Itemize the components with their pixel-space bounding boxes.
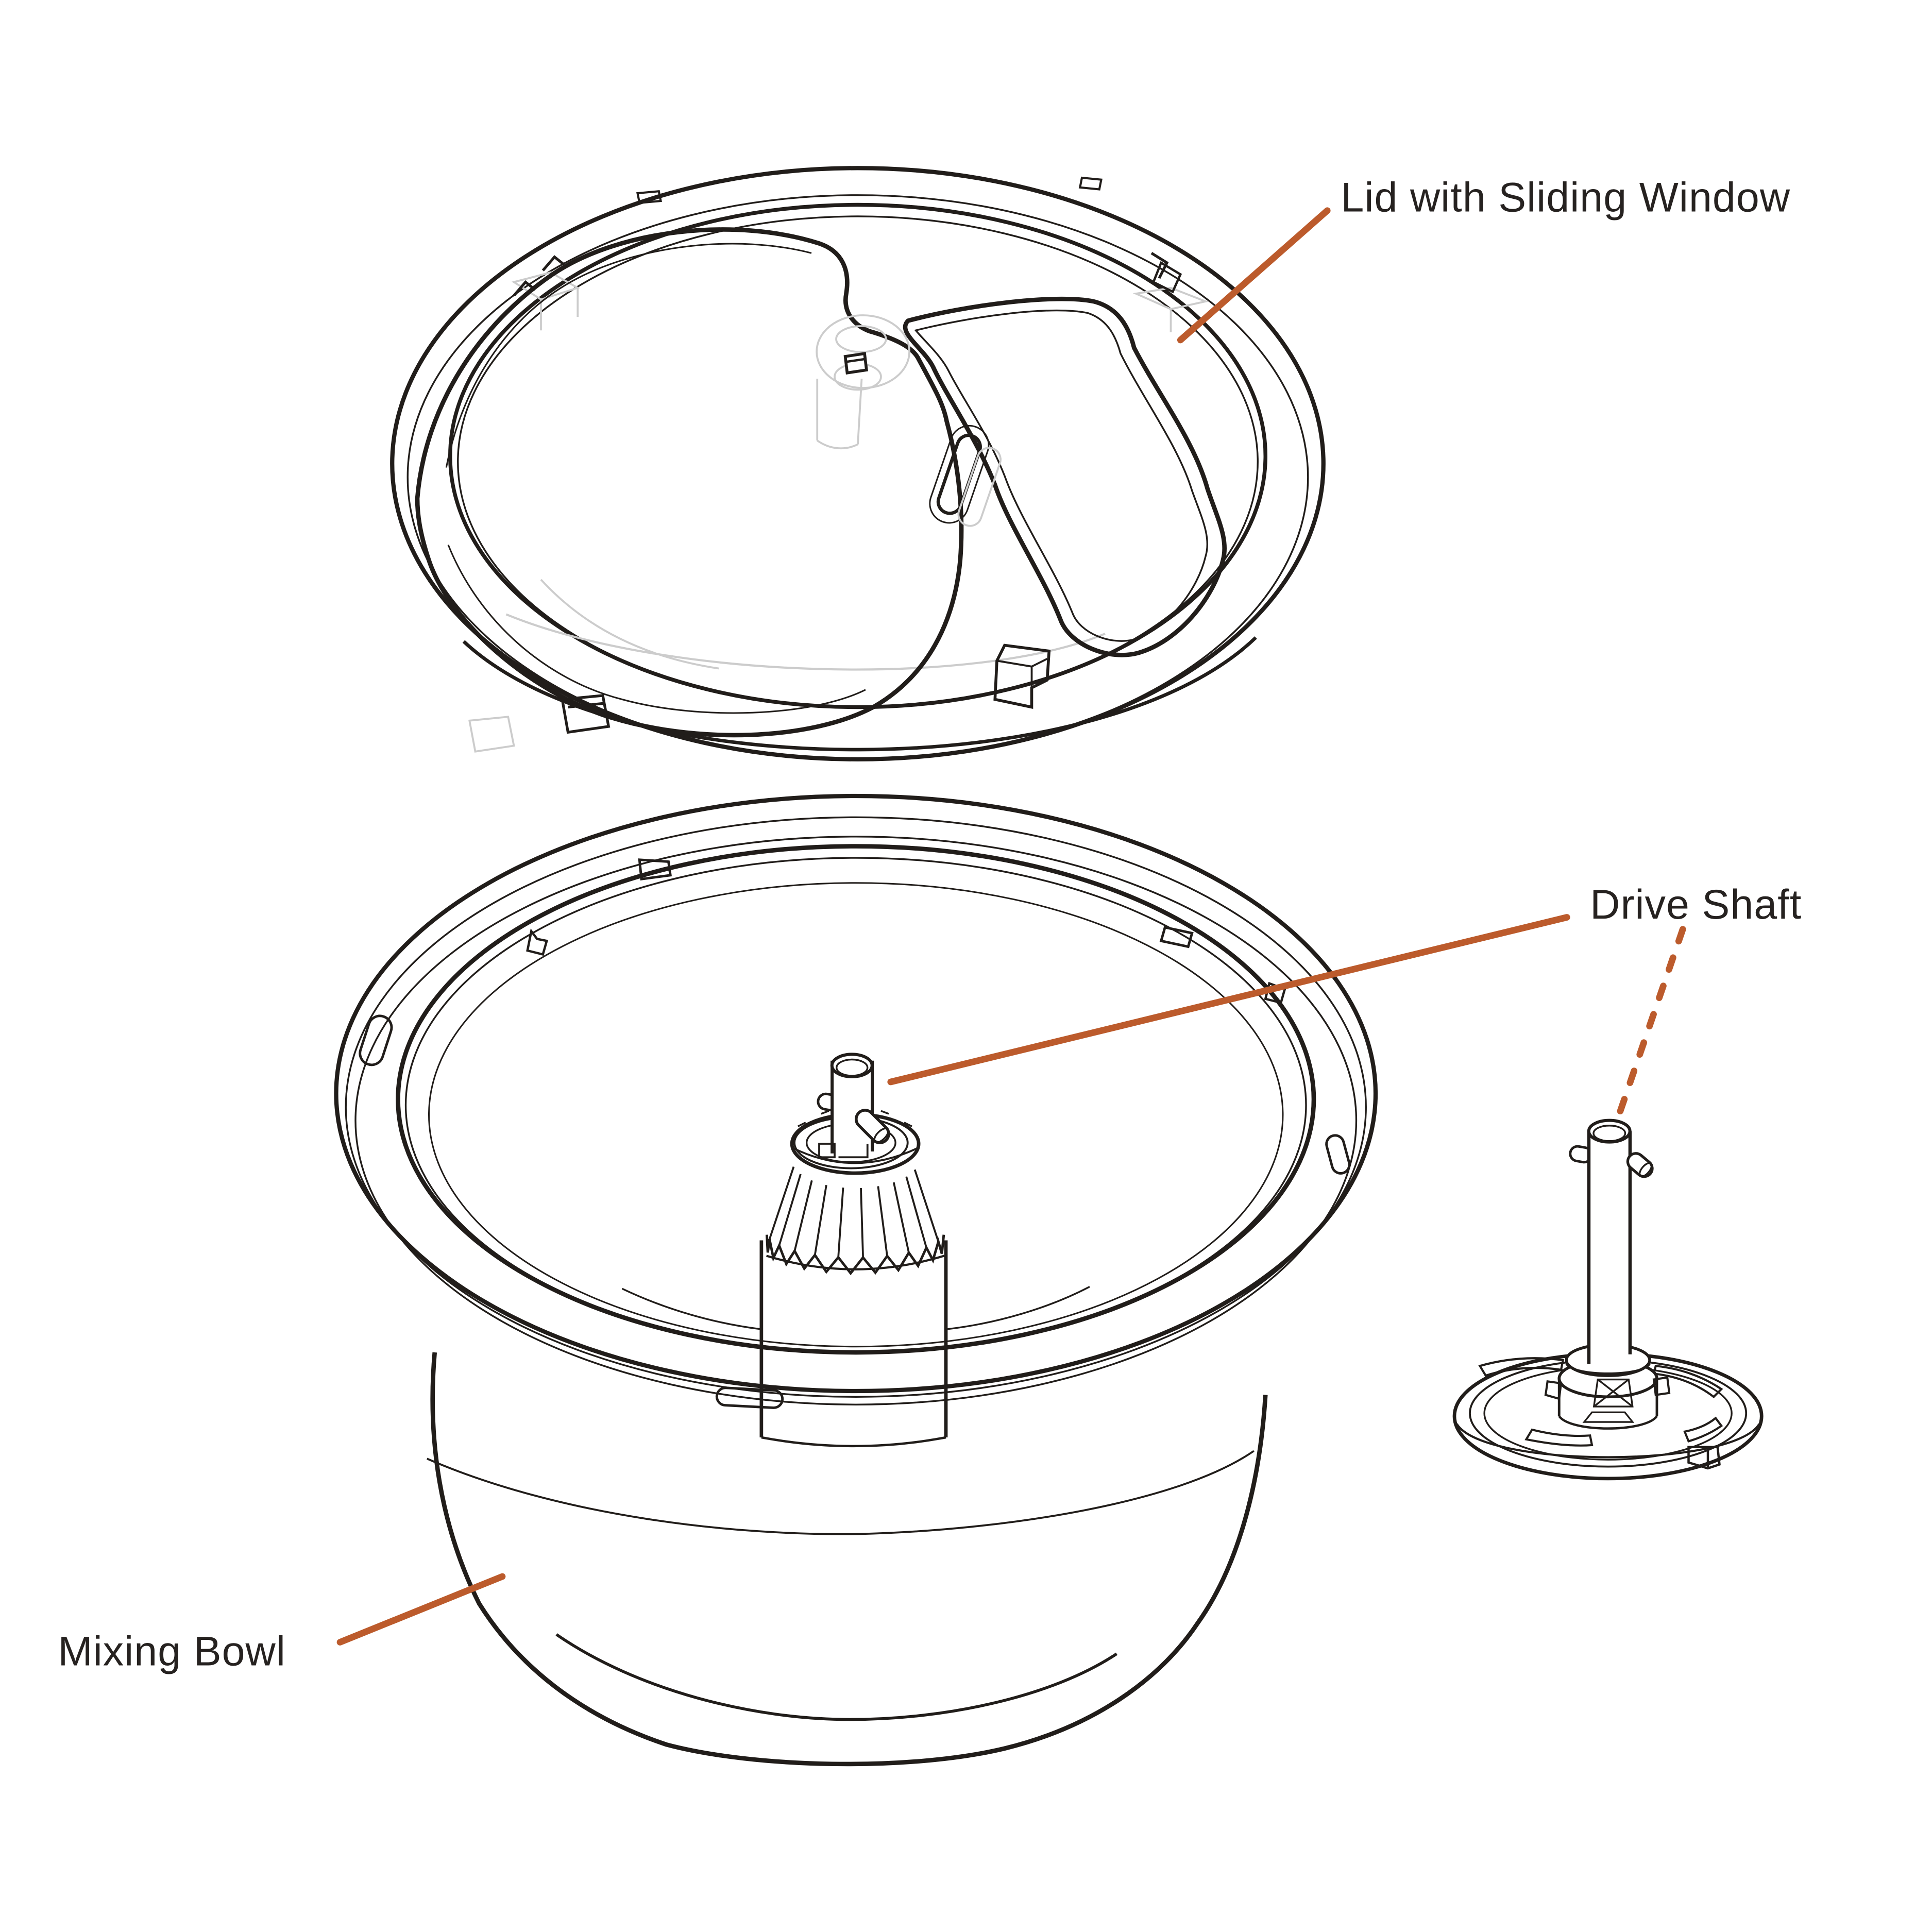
lid-leader-line [1177, 207, 1331, 344]
drive-shaft-label: Drive Shaft [1590, 882, 1802, 928]
drive-shaft-part-drawing [1452, 1118, 1764, 1481]
mixing-bowl-label: Mixing Bowl [58, 1629, 286, 1675]
drive-shaft-leader-line [887, 914, 1570, 1086]
mixing-bowl-leader-line [336, 1573, 506, 1646]
lid-label: Lid with Sliding Window [1341, 175, 1791, 221]
bowl-shaft-tip [817, 1053, 890, 1159]
mixing-bowl-drawing [334, 793, 1378, 1767]
lid-knob [843, 352, 868, 375]
bowl-gear-hub [759, 1053, 948, 1448]
lid-drawing [390, 166, 1326, 761]
lid-handle-slot [929, 425, 1002, 527]
drive-shaft-dashed-leader-line [1616, 926, 1686, 1118]
